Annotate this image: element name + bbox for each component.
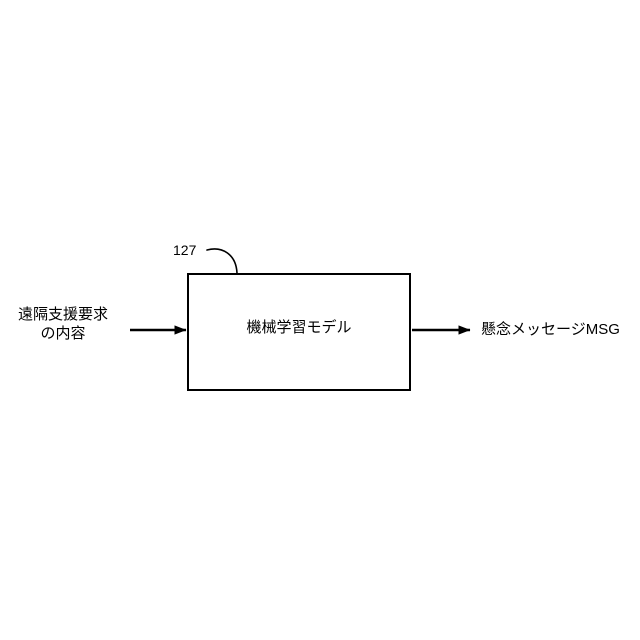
input-label-line-1: 遠隔支援要求 (17, 306, 108, 323)
input-label-line-2: の内容 (40, 324, 86, 342)
input-label: 遠隔支援要求 の内容 (4, 306, 122, 344)
process-box-label: 機械学習モデル (246, 319, 352, 336)
reference-leader-line (206, 248, 238, 274)
reference-numeral: 127 (173, 242, 197, 258)
output-label: 懸念メッセージMSG (481, 321, 620, 338)
process-box (187, 273, 411, 391)
